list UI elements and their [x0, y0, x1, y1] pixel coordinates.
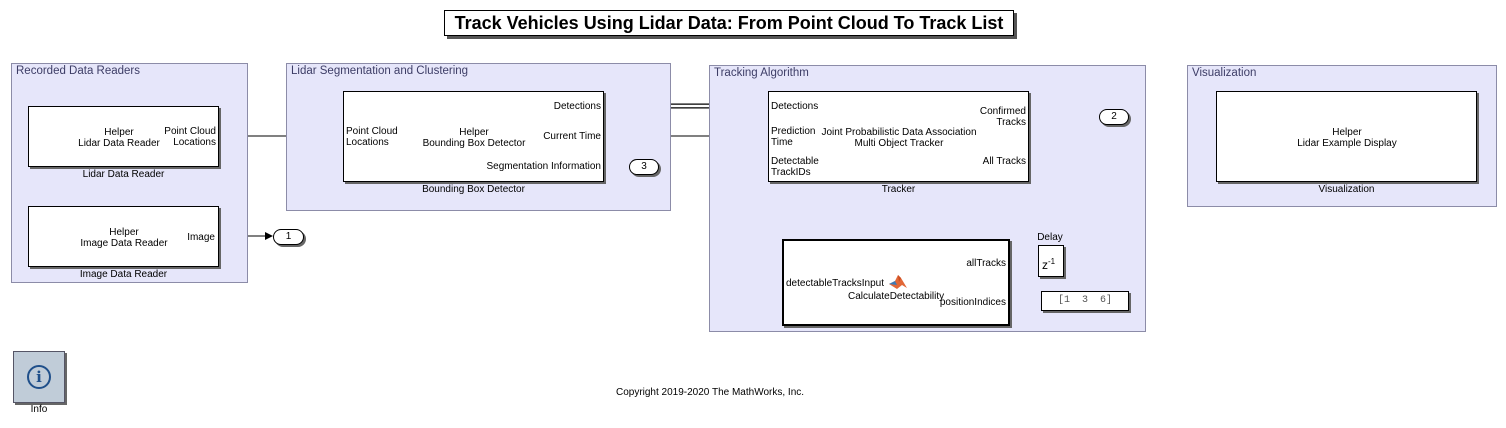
port-label-position-indices: positionIndices: [939, 297, 1006, 308]
port-label-alltracks: allTracks: [966, 258, 1006, 269]
block-text: Helper Lidar Data Reader: [78, 127, 160, 149]
bounding-box-detector-block[interactable]: Point Cloud Locations Helper Bounding Bo…: [343, 91, 604, 182]
port-label-detections-in: Detections: [771, 101, 819, 112]
area-label: Visualization: [1192, 67, 1257, 79]
copyright-notice: Copyright 2019-2020 The MathWorks, Inc.: [615, 387, 805, 398]
block-label-bounding-box-detector: Bounding Box Detector: [422, 184, 525, 195]
delay-symbol: z-1: [1042, 255, 1055, 272]
port-label-all-tracks: All Tracks: [982, 156, 1026, 167]
port-label-detectable-tracks-input: detectableTracksInput: [786, 278, 885, 289]
tracker-block[interactable]: Detections Prediction Time Detectable Tr…: [768, 91, 1029, 182]
image-data-reader-block[interactable]: Helper Image Data Reader Image: [28, 206, 219, 267]
visualization-block[interactable]: Helper Lidar Example Display: [1216, 91, 1477, 182]
block-label-info: Info: [30, 404, 48, 415]
block-label-lidar-data-reader: Lidar Data Reader: [82, 169, 165, 180]
port-label-segmentation-information: Segmentation Information: [486, 161, 601, 172]
calculate-detectability-block[interactable]: detectableTracksInput allTracks position…: [782, 239, 1010, 326]
block-label-image-data-reader: Image Data Reader: [79, 269, 168, 280]
lidar-data-reader-block[interactable]: Helper Lidar Data Reader Point Cloud Loc…: [28, 106, 219, 167]
block-text: Helper Lidar Example Display: [1297, 127, 1397, 149]
info-icon: i: [27, 365, 51, 389]
block-text: Helper Bounding Box Detector: [422, 127, 526, 149]
port-label-detectable-trackids: Detectable TrackIDs: [771, 156, 819, 178]
block-text: Helper Image Data Reader: [80, 227, 168, 249]
model-title: Track Vehicles Using Lidar Data: From Po…: [444, 10, 1014, 36]
block-label-visualization: Visualization: [1318, 184, 1375, 195]
area-label: Recorded Data Readers: [16, 65, 141, 77]
matlab-logo-icon: [889, 275, 907, 289]
port-label-confirmed-tracks: Confirmed Tracks: [979, 106, 1026, 128]
info-block[interactable]: i: [13, 351, 65, 403]
constant-block[interactable]: [1 3 6]: [1041, 291, 1129, 311]
constant-value: [1 3 6]: [1057, 295, 1112, 306]
area-label: Tracking Algorithm: [714, 67, 809, 79]
delay-z: z: [1042, 258, 1048, 272]
port-label-detections: Detections: [553, 101, 601, 112]
port-label-prediction-time: Prediction Time: [771, 126, 816, 148]
port-label-current-time: Current Time: [543, 131, 601, 142]
area-label: Lidar Segmentation and Clustering: [291, 65, 469, 77]
delay-block[interactable]: z-1: [1038, 245, 1064, 277]
port-label-point-cloud-locations-in: Point Cloud Locations: [346, 126, 398, 148]
outport-2[interactable]: 2: [1099, 109, 1129, 125]
delay-exponent: -1: [1048, 257, 1056, 266]
block-label-tracker: Tracker: [881, 184, 916, 195]
block-text: CalculateDetectability: [848, 291, 945, 302]
outport-1[interactable]: 1: [273, 229, 304, 245]
block-text: Joint Probabilistic Data Association Mul…: [821, 127, 977, 149]
outport-3[interactable]: 3: [629, 159, 659, 175]
port-label-point-cloud-locations: Point Cloud Locations: [164, 126, 216, 148]
port-label-image: Image: [187, 232, 215, 243]
block-label-delay: Delay: [1037, 232, 1063, 243]
